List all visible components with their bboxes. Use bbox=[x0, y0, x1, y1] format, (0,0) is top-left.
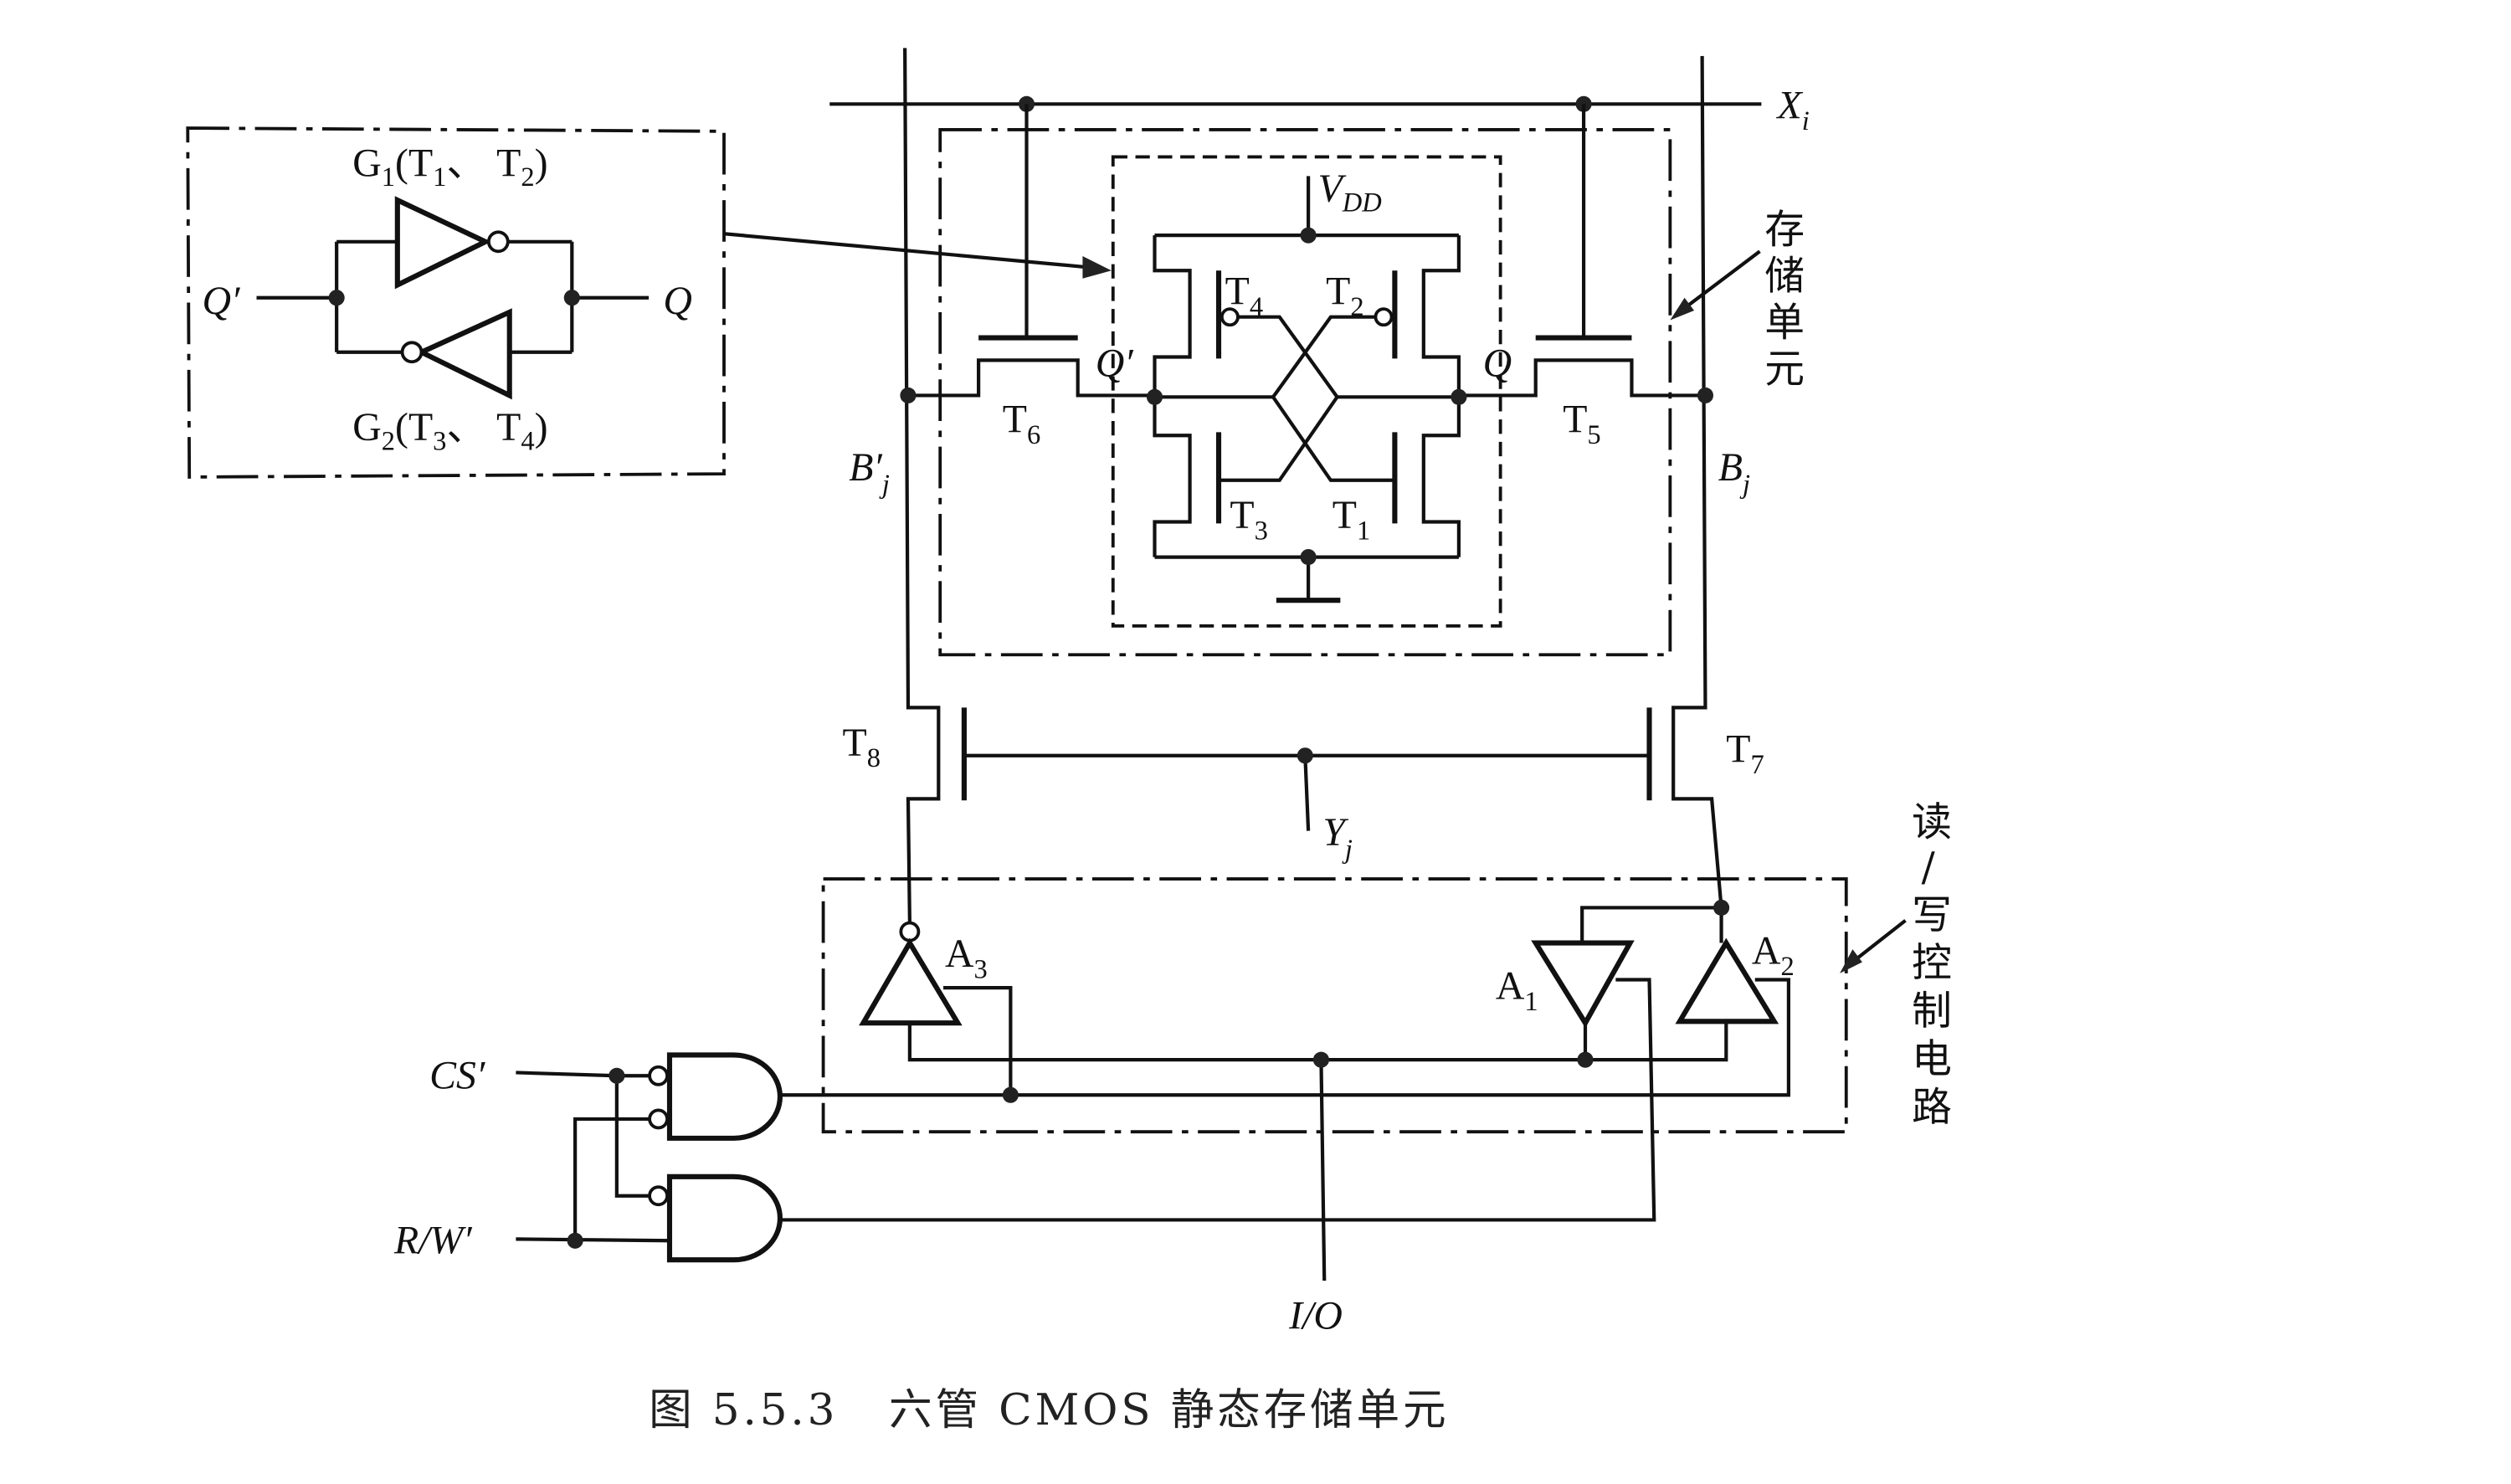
g1-label: G1(T1、 T2) bbox=[352, 141, 547, 192]
column-select: T8 T7 Yj bbox=[843, 707, 1764, 865]
and-gate-1 bbox=[666, 1052, 783, 1141]
q-label: Q bbox=[1483, 341, 1512, 385]
t5-label: T5 bbox=[1563, 397, 1600, 449]
rw-label: R/W′ bbox=[393, 1219, 473, 1263]
and-gate-2 bbox=[666, 1173, 783, 1263]
arrow-head-icon bbox=[1082, 256, 1112, 279]
a2-label: A2 bbox=[1752, 928, 1795, 981]
xi-label: Xi bbox=[1776, 84, 1810, 136]
rw-control-label: 读/写控制电路 bbox=[1912, 799, 1952, 1130]
storage-cell: T6 T5 VDD T4 T2 T3 T1 Q′ Q 存储单元 bbox=[900, 104, 1805, 657]
inset-q-label: Q bbox=[663, 279, 692, 323]
storage-cell-label: 存储单元 bbox=[1764, 208, 1805, 393]
t2-label: T2 bbox=[1326, 269, 1363, 321]
bj-label: Bj bbox=[1718, 445, 1750, 500]
inverter-pair-inset: G1(T1、 T2) G2(T3、 T4) Q′ Q bbox=[186, 126, 1112, 479]
t1-label: T1 bbox=[1333, 493, 1370, 546]
t4-label: T4 bbox=[1225, 269, 1263, 321]
a1-label: A1 bbox=[1496, 963, 1538, 1016]
bj-bar-label: B′j bbox=[849, 445, 890, 500]
t3-label: T3 bbox=[1230, 493, 1267, 546]
yj-label: Yj bbox=[1322, 810, 1353, 865]
cs-label: CS′ bbox=[429, 1054, 486, 1098]
io-label: I/O bbox=[1288, 1293, 1343, 1338]
vdd-label: VDD bbox=[1318, 167, 1382, 218]
figure-caption: 图 5.5.3 六管 CMOS 静态存储单元 bbox=[649, 1385, 1449, 1435]
g2-label: G2(T3、 T4) bbox=[352, 405, 547, 456]
inset-q-bar-label: Q′ bbox=[202, 279, 241, 323]
read-write-control: A3 A1 A2 CS′ R/W′ I/O 读/写控制电路 bbox=[393, 799, 1952, 1338]
t7-label: T7 bbox=[1726, 727, 1764, 779]
t6-label: T6 bbox=[1003, 397, 1040, 449]
a3-label: A3 bbox=[945, 932, 988, 984]
q-bar-label: Q′ bbox=[1096, 341, 1135, 385]
t8-label: T8 bbox=[843, 721, 881, 773]
bit-lines: Xi B′j Bj bbox=[829, 48, 1810, 943]
arrow-head-icon bbox=[1670, 297, 1695, 321]
arrow-head-icon bbox=[1840, 949, 1862, 973]
